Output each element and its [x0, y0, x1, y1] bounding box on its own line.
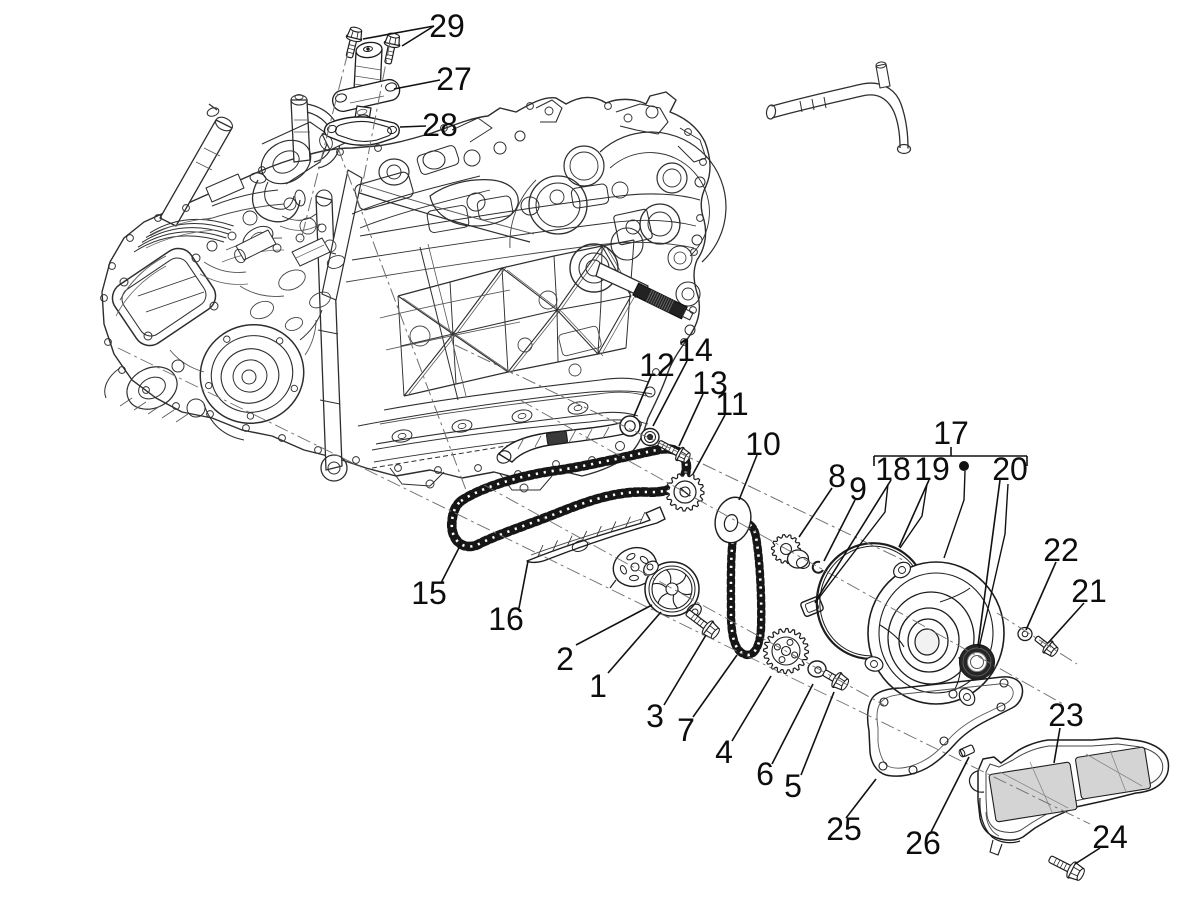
- svg-text:16: 16: [488, 601, 524, 637]
- svg-text:12: 12: [639, 347, 675, 383]
- svg-text:13: 13: [692, 365, 728, 401]
- svg-text:20: 20: [992, 451, 1028, 487]
- svg-text:27: 27: [436, 61, 472, 97]
- svg-text:28: 28: [422, 107, 458, 143]
- svg-text:18: 18: [875, 451, 911, 487]
- svg-text:17: 17: [933, 415, 969, 451]
- svg-text:26: 26: [905, 825, 941, 861]
- svg-text:6: 6: [756, 756, 774, 792]
- svg-text:21: 21: [1071, 573, 1107, 609]
- svg-text:7: 7: [677, 712, 695, 748]
- svg-text:23: 23: [1048, 697, 1084, 733]
- svg-text:24: 24: [1092, 819, 1128, 855]
- svg-text:19: 19: [914, 451, 950, 487]
- svg-text:2: 2: [556, 641, 574, 677]
- svg-text:14: 14: [677, 332, 713, 368]
- svg-text:5: 5: [784, 768, 802, 804]
- svg-text:29: 29: [429, 8, 465, 44]
- svg-text:4: 4: [715, 734, 733, 770]
- svg-text:10: 10: [745, 426, 781, 462]
- svg-text:11: 11: [715, 386, 748, 422]
- svg-text:9: 9: [849, 471, 867, 507]
- svg-text:3: 3: [646, 698, 664, 734]
- svg-text:25: 25: [826, 811, 862, 847]
- svg-text:8: 8: [828, 458, 846, 494]
- svg-text:1: 1: [589, 668, 607, 704]
- svg-text:22: 22: [1043, 532, 1079, 568]
- svg-text:15: 15: [411, 575, 447, 611]
